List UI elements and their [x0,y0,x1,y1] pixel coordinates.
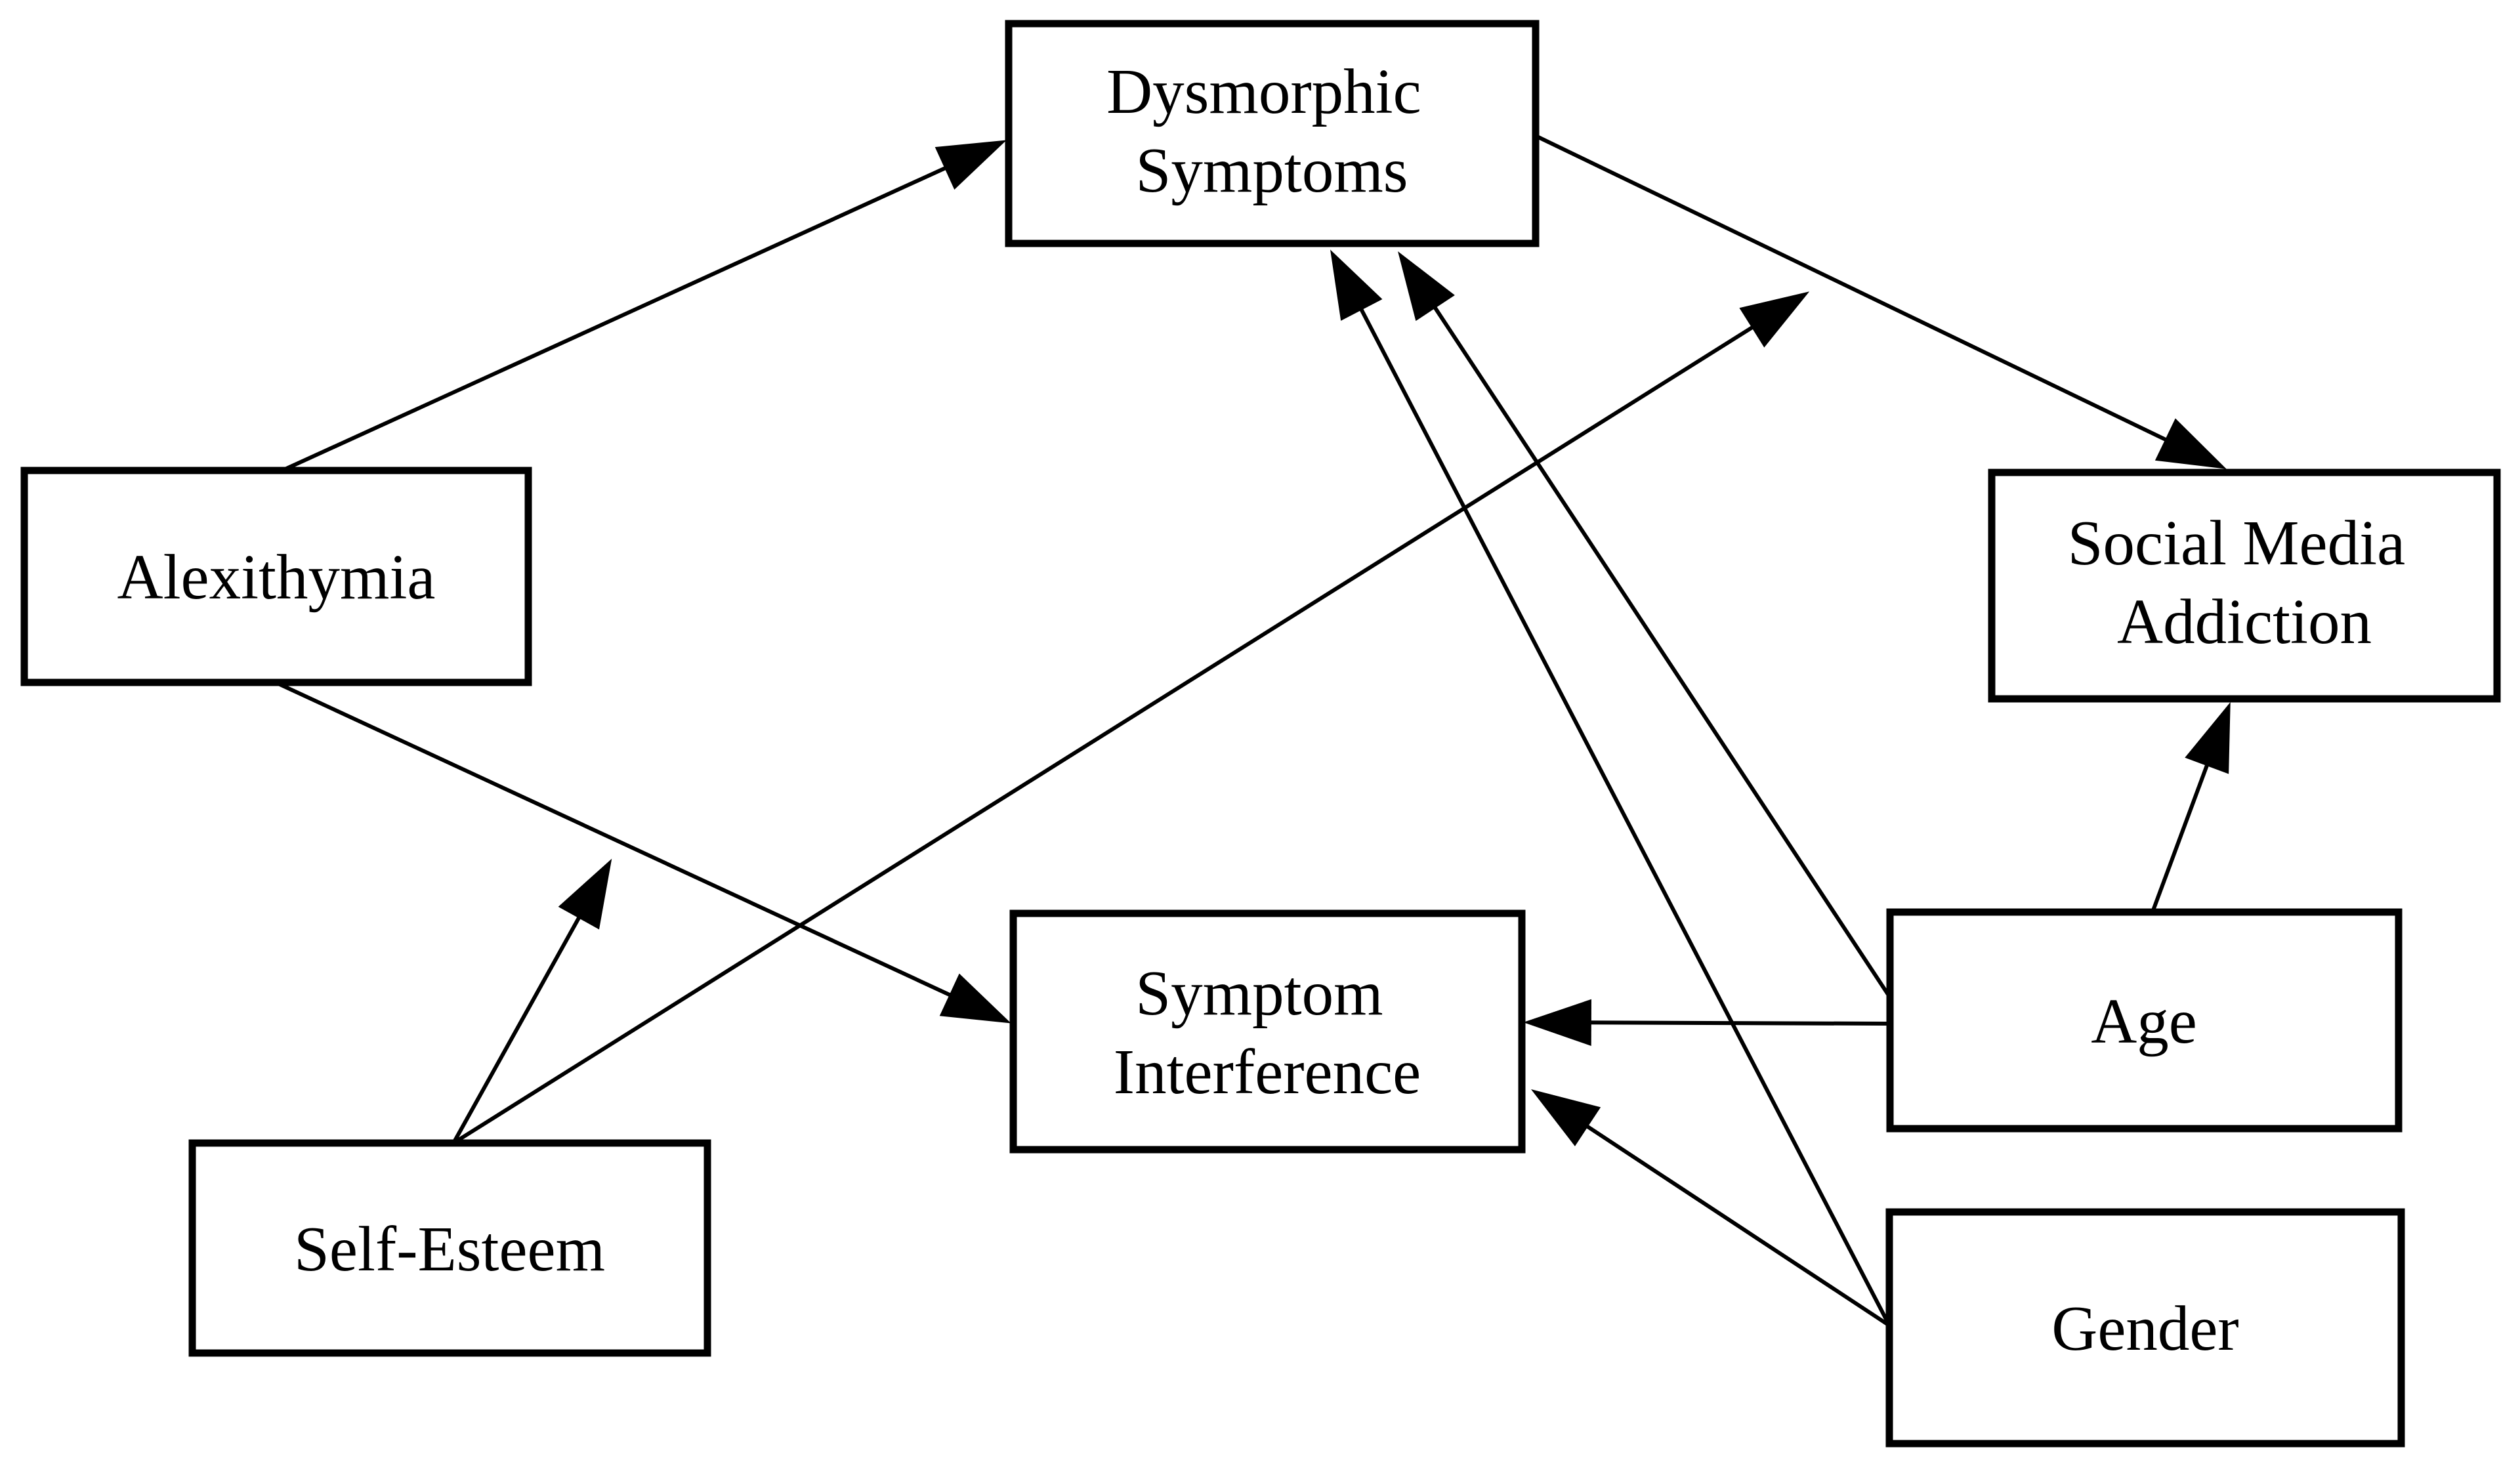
node-self-esteem: Self-Esteem [188,1139,711,1357]
node-dysmorphic-symptoms: Dysmorphic Symptoms [1005,20,1540,247]
self-esteem-label: Self-Esteem [294,1214,605,1284]
node-symptom-interference: Symptom Interference [1009,909,1526,1154]
age-label: Age [2091,986,2197,1056]
node-alexithymia: Alexithymia [20,467,532,686]
node-age: Age [1886,908,2403,1133]
alexithymia-label: Alexithymia [117,542,436,612]
social-media-addiction-box [1988,469,2501,703]
arrow-age-to-symptom-interference [1523,999,1891,1046]
self-esteem-box [188,1139,711,1357]
alexithymia-box [20,467,532,686]
age-box [1886,908,2403,1133]
arrow-self-esteem-moderates-dysmorphic-social-media-addiction-path [452,291,1810,1145]
arrow-self-esteem-moderates-alexithymia-symptom-interference-path [452,858,612,1144]
arrow-alexithymia-to-dysmorphic-symptoms [281,140,1007,472]
dysmorphic-symptoms-label: Dysmorphic Symptoms [1106,56,1437,205]
arrow-age-to-social-media-addiction [2151,701,2231,913]
symptom-interference-label: Symptom Interference [1114,958,1421,1107]
node-social-media-addiction: Social Media Addiction [1988,469,2501,703]
gender-label: Gender [2051,1293,2238,1364]
arrow-age-to-dysmorphic-symptoms [1398,251,1892,999]
symptom-interference-box [1009,909,1526,1154]
arrow-dysmorphic-symptoms-to-social-media-addiction [1534,134,2227,469]
gender-box [1885,1208,2405,1448]
node-gender: Gender [1885,1208,2405,1448]
arrow-gender-to-symptom-interference [1530,1089,1891,1327]
arrow-alexithymia-to-symptom-interference [274,680,1011,1024]
arrow-gender-to-dysmorphic-symptoms [1330,249,1891,1327]
social-media-addiction-label: Social Media Addiction [2068,508,2422,657]
dysmorphic-symptoms-box [1005,20,1540,247]
